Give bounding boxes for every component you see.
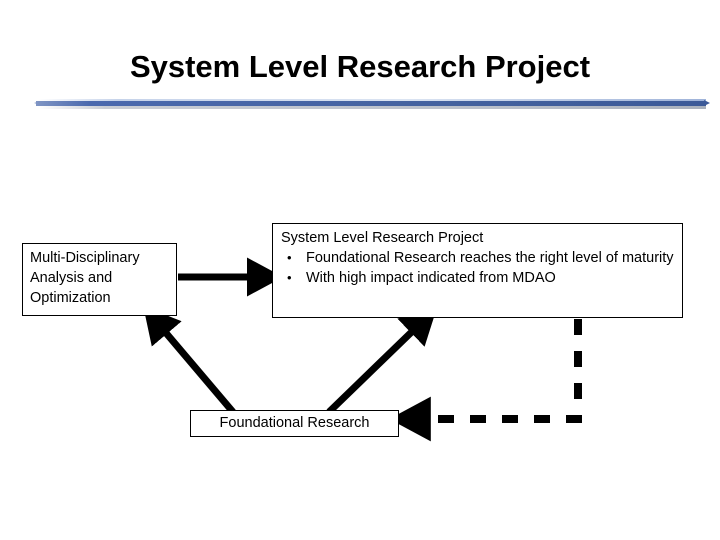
box-mdao-line-3: Optimization bbox=[30, 290, 111, 306]
divider-right-tip-icon bbox=[704, 100, 710, 106]
list-item: • With high impact indicated from MDAO bbox=[281, 268, 676, 288]
divider-shadow bbox=[38, 106, 706, 109]
divider-core bbox=[36, 101, 706, 106]
connector-foundational-to-mdao bbox=[143, 306, 236, 415]
box-foundational-research-label: Foundational Research bbox=[219, 415, 370, 431]
page-title: System Level Research Project bbox=[129, 49, 591, 84]
bullet-icon: • bbox=[287, 270, 292, 285]
box-mdao[interactable]: Multi-Disciplinary Analysis and Optimiza… bbox=[22, 243, 177, 316]
list-item: • Foundational Research reaches the righ… bbox=[281, 248, 676, 268]
connector-slrp-to-foundational bbox=[389, 319, 582, 442]
box-slrp-bullet-1: Foundational Research reaches the right … bbox=[306, 250, 674, 266]
box-slrp-bullet-list: • Foundational Research reaches the righ… bbox=[281, 248, 676, 288]
bullet-icon: • bbox=[287, 250, 292, 265]
connector-foundational-to-slrp bbox=[326, 307, 438, 415]
box-foundational-research[interactable]: Foundational Research bbox=[190, 410, 399, 437]
box-system-level-research-project[interactable]: System Level Research Project • Foundati… bbox=[272, 223, 683, 318]
box-mdao-line-2: Analysis and bbox=[30, 270, 113, 286]
box-mdao-line-1: Multi-Disciplinary bbox=[30, 250, 140, 266]
box-slrp-header: System Level Research Project bbox=[281, 230, 484, 246]
title-divider bbox=[18, 99, 710, 111]
divider-highlight bbox=[38, 99, 706, 102]
box-slrp-bullet-2: With high impact indicated from MDAO bbox=[306, 270, 556, 286]
